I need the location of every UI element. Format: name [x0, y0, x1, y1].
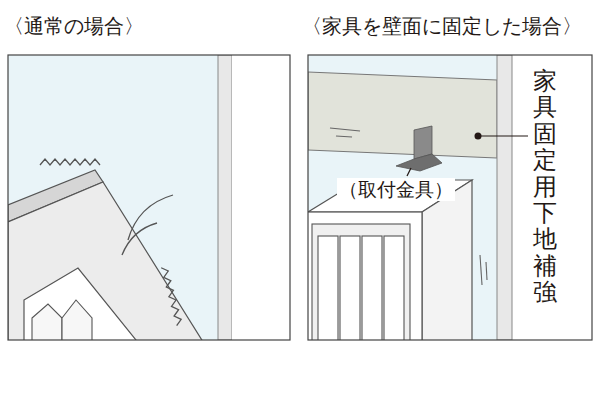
- fixed-furniture: [308, 55, 592, 340]
- leader-line: [407, 168, 411, 176]
- mounting-bracket: [414, 126, 432, 159]
- part-label: 家具固定用下地補強: [533, 68, 557, 306]
- falling-furniture: [8, 55, 290, 340]
- leader-line: [478, 135, 528, 136]
- panel-title: 〈通常の場合〉: [4, 14, 144, 38]
- part-label: （取付金具）: [337, 178, 455, 201]
- panel-title: 〈家具を壁面に固定した場合〉: [302, 14, 582, 38]
